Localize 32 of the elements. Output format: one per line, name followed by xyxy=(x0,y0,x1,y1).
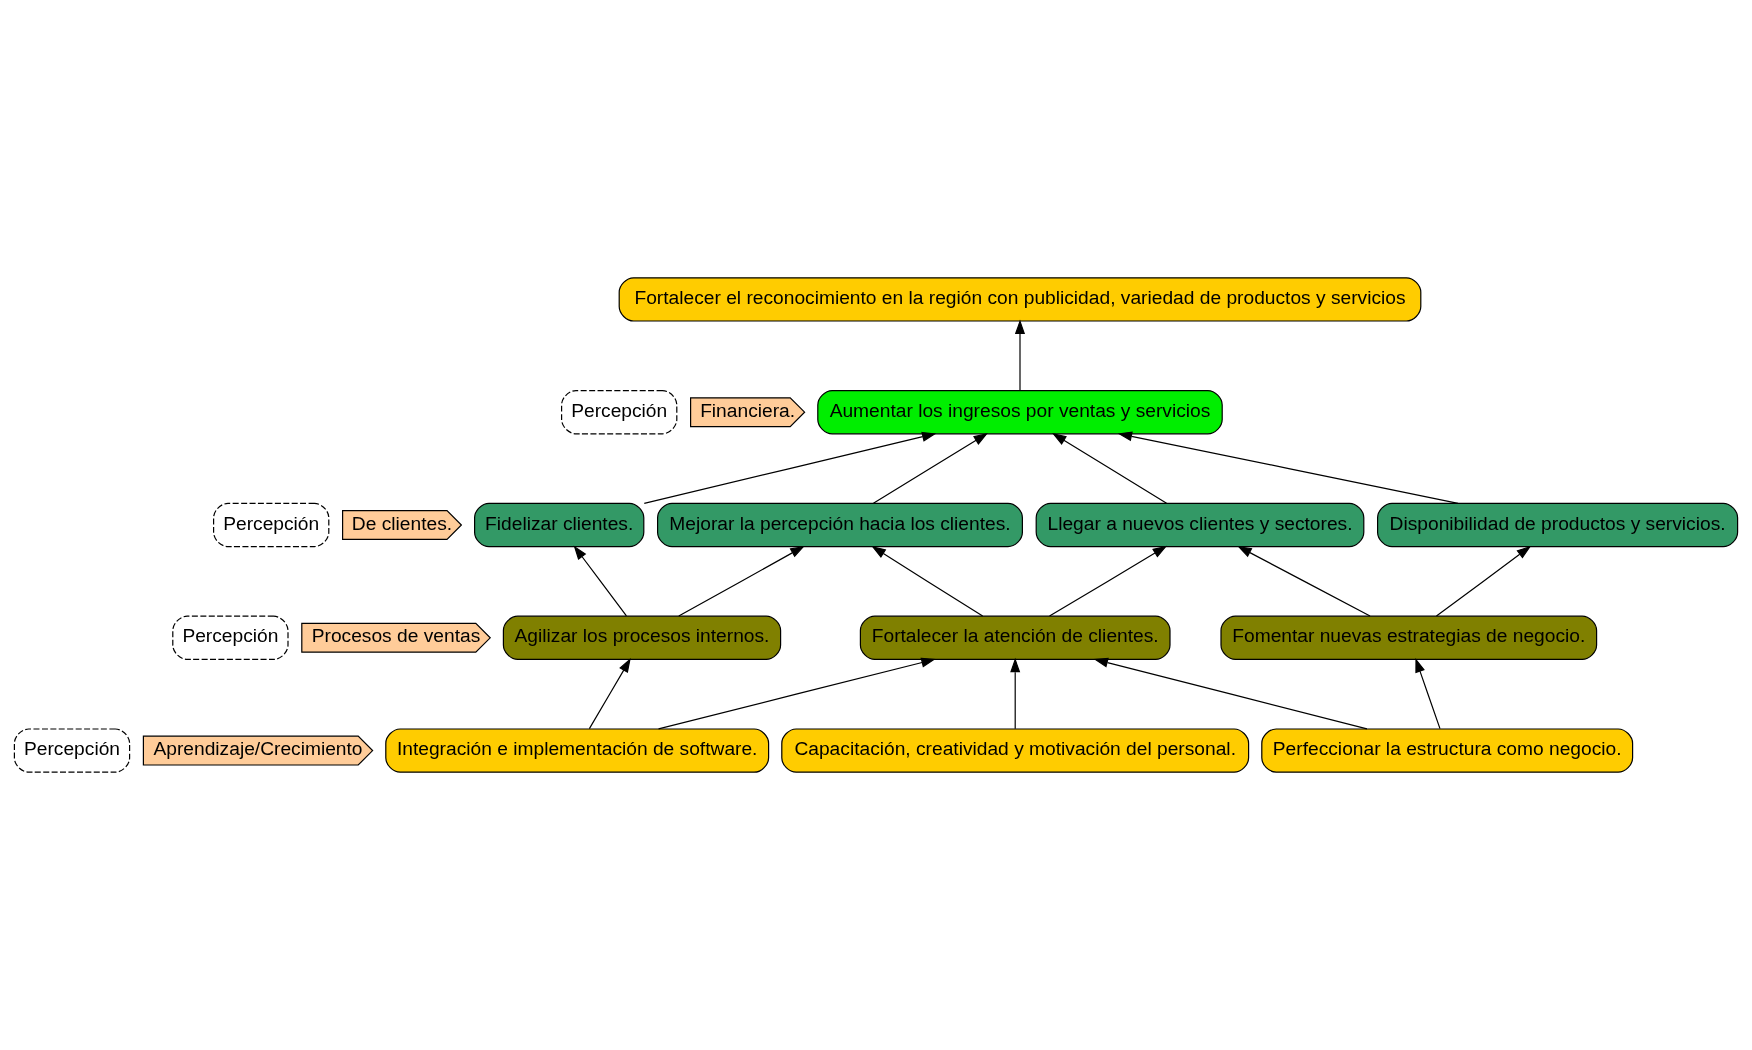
arrow xyxy=(657,657,936,730)
arrow xyxy=(1093,657,1368,730)
node-box: Mejorar la percepción hacia los clientes. xyxy=(657,502,1023,548)
arrow xyxy=(1010,657,1021,730)
arrow xyxy=(573,545,627,617)
node-box: Percepción xyxy=(561,390,678,435)
node-box: Fortalecer el reconocimiento en la región con publicidad, variedad de productos y servicios xyxy=(618,277,1422,322)
arrow xyxy=(1415,657,1441,730)
node-box: Disponibilidad de productos y servicios. xyxy=(1377,502,1739,548)
arrow xyxy=(1014,319,1026,391)
node-box: Perfeccionar la estructura como negocio. xyxy=(1261,728,1634,773)
arrow xyxy=(1117,431,1459,504)
node-box: Agilizar los procesos internos. xyxy=(502,615,782,660)
node-box: Aumentar los ingresos por ventas y servicios xyxy=(817,390,1223,435)
arrow xyxy=(871,546,984,617)
arrow xyxy=(643,431,937,505)
arrow xyxy=(872,433,988,504)
node-box: Percepción xyxy=(13,728,131,773)
arrow xyxy=(1048,545,1168,617)
arrow xyxy=(1237,545,1371,617)
node-box: Llegar a nuevos clientes y sectores. xyxy=(1035,502,1365,548)
node-box: Fortalecer la atención de clientes. xyxy=(859,615,1171,660)
node-box: Capacitación, creatividad y motivación del personal. xyxy=(781,728,1250,773)
arrow xyxy=(678,545,805,617)
arrow xyxy=(588,658,631,730)
node-box: Percepción xyxy=(213,502,330,548)
node-box: Integración e implementación de software. xyxy=(385,728,770,773)
node-box: Fidelizar clientes. xyxy=(474,502,645,548)
node-box: Fomentar nuevas estrategias de negocio. xyxy=(1220,615,1598,660)
arrow xyxy=(1052,433,1168,504)
arrow xyxy=(1435,545,1532,617)
node-box: Percepción xyxy=(172,615,289,660)
